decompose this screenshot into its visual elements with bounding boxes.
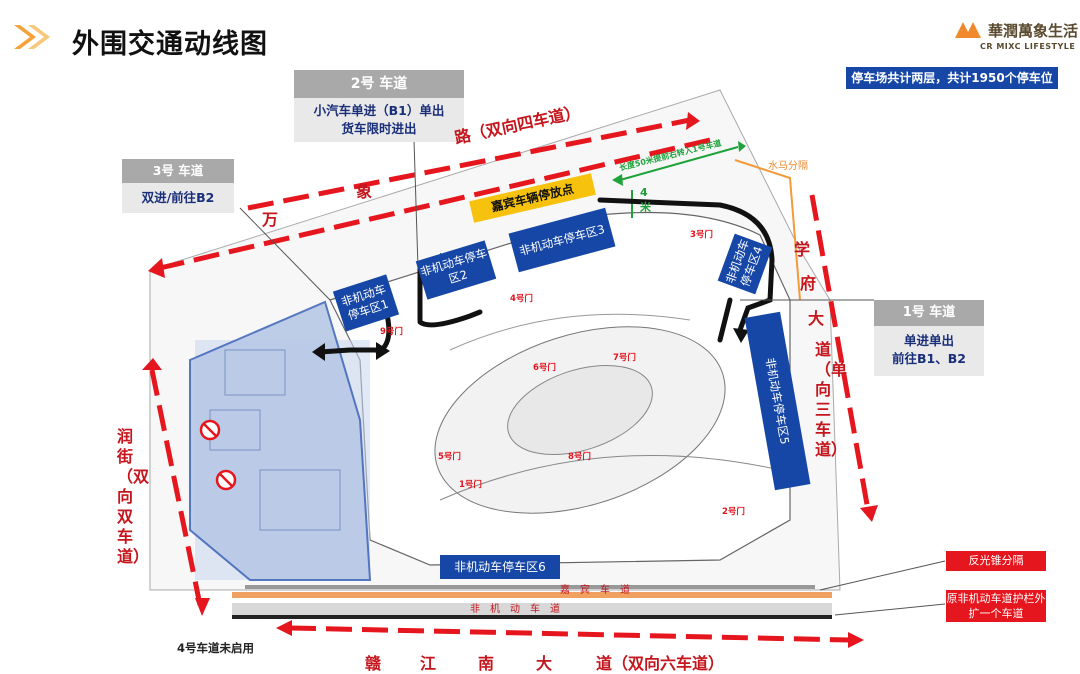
road-ganjiang-char3: 南: [478, 654, 495, 673]
vip-lane-label: 嘉 宾 车 道: [560, 585, 630, 596]
road-wanxiang-char2: 象: [356, 182, 373, 201]
nonmotor-zone-6: 非机动车停车区6: [440, 555, 560, 579]
road-ganjiang-rest: 道（双向六车道）: [596, 654, 725, 673]
lane1-header: 1号 车道: [874, 300, 984, 326]
dimension-meter: 米: [640, 201, 651, 214]
brand-name-cn: 華潤萬象生活: [988, 22, 1079, 40]
road-wanxiang-char1: 万: [262, 210, 279, 229]
lane3-body: 双进/前往B2: [122, 183, 234, 213]
lane2-line1: 小汽车单进（B1）单出: [313, 103, 445, 118]
gate-7: 7号门: [613, 353, 636, 363]
nonmotor-lane-label: 非 机 动 车 道: [470, 604, 560, 615]
road-xuefu-char2: 府: [800, 274, 817, 293]
lane2-line2: 货车限时进出: [341, 121, 417, 136]
reflective-cone-note: 反光锥分隔: [946, 551, 1046, 571]
road-xuefu-char3: 大: [808, 309, 825, 328]
lane1-body: 单进单出 前往B1、B2: [874, 326, 984, 376]
lane1-line2: 前往B1、B2: [892, 351, 966, 366]
gate-9: 9号门: [380, 327, 403, 337]
parking-capacity-note: 停车场共计两层，共计1950个停车位: [846, 67, 1058, 89]
gate-2: 2号门: [722, 507, 745, 517]
road-xuefu-char1: 学: [794, 240, 811, 259]
page-title: 外围交通动线图: [72, 29, 268, 60]
gate-3: 3号门: [690, 230, 713, 240]
road-ganjiang-char1: 赣: [365, 654, 382, 673]
gate-6: 6号门: [533, 363, 556, 373]
road-ganjiang-char4: 大: [536, 654, 553, 673]
gate-1: 1号门: [459, 480, 482, 490]
dimension-4: 4: [640, 186, 648, 199]
road-ganjiang-char2: 江: [420, 654, 437, 673]
road-runjie: 润街（双向双车道）: [117, 427, 150, 566]
gate-8: 8号门: [568, 452, 591, 462]
road-xuefu-rest: 道（单向三车道）: [815, 340, 848, 459]
gate-5: 5号门: [438, 452, 461, 462]
lane2-header: 2号 车道: [294, 70, 464, 98]
lane2-body: 小汽车单进（B1）单出 货车限时进出: [294, 98, 464, 142]
lane-extend-note: 原非机动车道护栏外扩一个车道: [946, 590, 1046, 622]
lane4-note: 4号车道未启用: [177, 641, 255, 655]
brand-name-en: CR MIXC LIFESTYLE: [980, 42, 1076, 51]
lane1-line1: 单进单出: [903, 333, 954, 348]
lane3-header: 3号 车道: [122, 159, 234, 183]
water-barrier-label: 水马分隔: [768, 161, 808, 172]
gate-4: 4号门: [510, 294, 533, 304]
